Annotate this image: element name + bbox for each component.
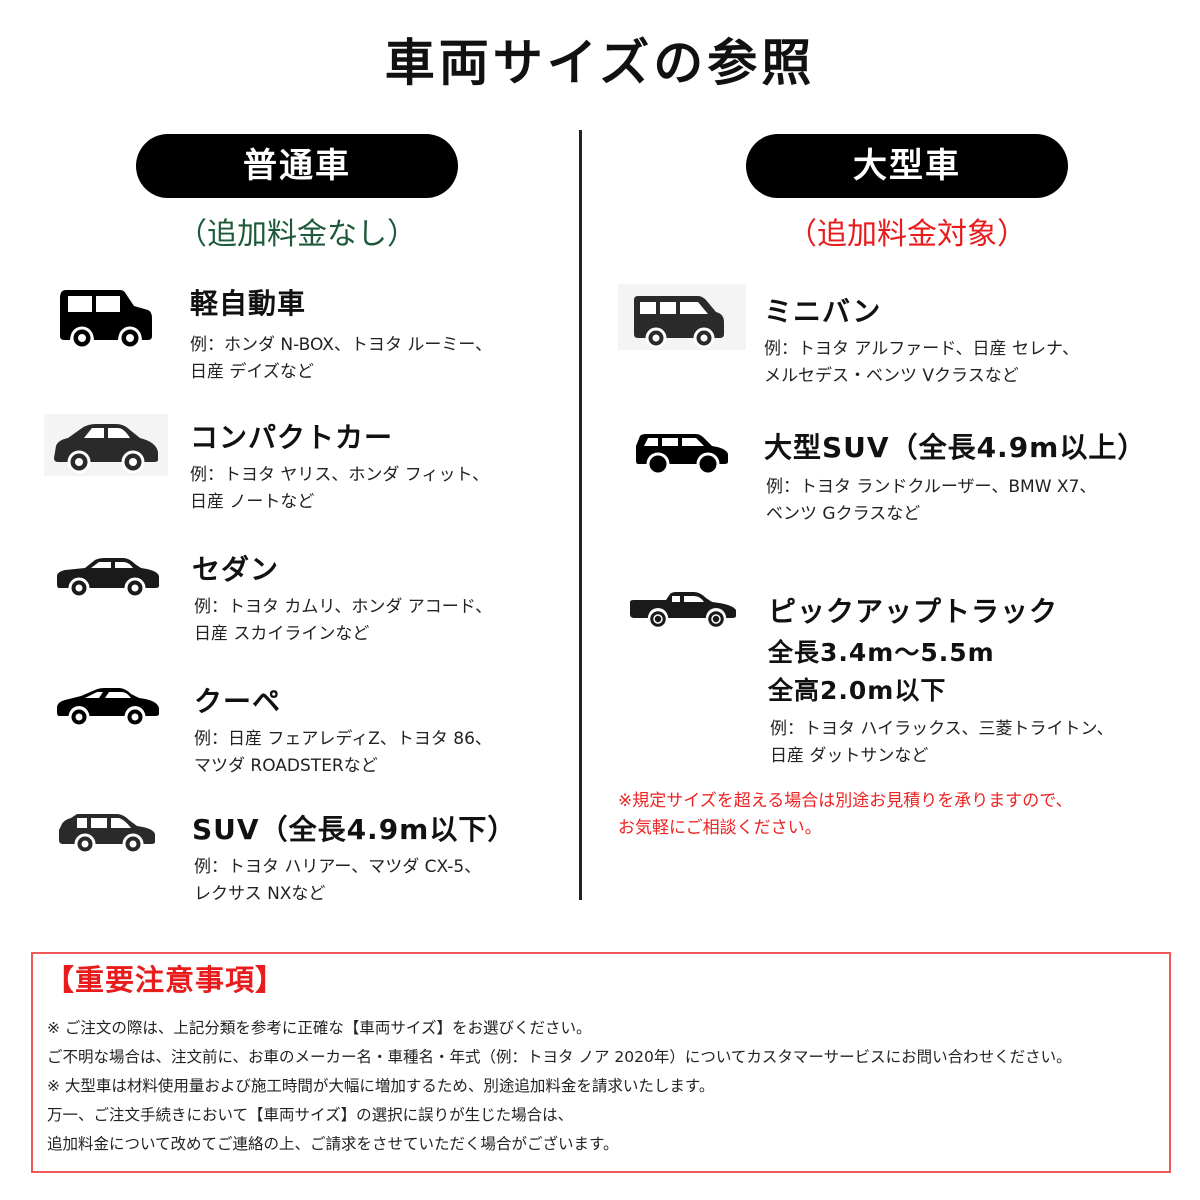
- vehicle-example: 例：トヨタ カムリ、ホンダ アコード、: [194, 597, 493, 617]
- notice-line: 万一、ご注文手続きにおいて【車両サイズ】の選択に誤りが生じた場合は、: [47, 1106, 574, 1124]
- vehicle-name: 軽自動車: [190, 287, 307, 320]
- vehicle-example: 例：トヨタ ヤリス、ホンダ フィット、: [190, 465, 490, 485]
- sedan-icon: [57, 558, 159, 599]
- coupe-icon: [57, 688, 159, 728]
- vehicle-example: レクサス NXなど: [194, 884, 326, 904]
- notice-heading: 【重要注意事項】: [45, 963, 286, 997]
- notice-line: ご不明な場合は、注文前に、お車のメーカー名・車種名・年式（例：トヨタ ノア 20…: [47, 1048, 1072, 1066]
- vehicle-example: 例：ホンダ N-BOX、トヨタ ルーミー、: [190, 335, 493, 355]
- oversize-note: ※規定サイズを超える場合は別途お見積りを承りますので、 お気軽にご相談ください。: [618, 791, 1073, 838]
- vehicle-name: ミニバン: [764, 295, 882, 328]
- suv-icon: [59, 814, 155, 855]
- vehicle-name: セダン: [192, 553, 280, 586]
- important-notice-box: 【重要注意事項】 ※ ご注文の際は、上記分類を参考に正確な【車両サイズ】をお選び…: [31, 952, 1171, 1173]
- vehicle-spec-length: 全長3.4m～5.5m: [768, 638, 995, 667]
- vehicle-spec-height: 全高2.0m以下: [768, 676, 947, 705]
- pickup-truck-icon: [630, 592, 736, 630]
- vehicle-name: SUV（全長4.9m以下）: [192, 813, 517, 846]
- page-title: 車両サイズの参照: [384, 34, 816, 92]
- vehicle-example: 例：日産 フェアレディZ、トヨタ 86、: [194, 729, 492, 749]
- column-divider: [579, 130, 582, 900]
- vehicle-example: ベンツ Gクラスなど: [766, 504, 921, 524]
- vehicle-example: 例：トヨタ ハリアー、マツダ CX-5、: [194, 857, 482, 877]
- vehicle-name: クーペ: [194, 685, 282, 718]
- vehicle-example: 日産 スカイラインなど: [194, 624, 370, 644]
- regular-car-badge: 普通車: [136, 134, 458, 198]
- vehicle-example: 例：トヨタ ハイラックス、三菱トライトン、: [770, 719, 1114, 739]
- vehicle-name: コンパクトカー: [190, 421, 394, 454]
- minivan-icon: [634, 296, 724, 349]
- large-car-subtitle: （追加料金対象）: [787, 217, 1027, 252]
- compact-car-icon: [54, 424, 158, 474]
- vehicle-example: メルセデス・ベンツ Vクラスなど: [764, 366, 1019, 386]
- vehicle-example: 日産 ダットサンなど: [770, 746, 929, 766]
- vehicle-name: 大型SUV（全長4.9m以上）: [764, 431, 1147, 464]
- vehicle-example: 例：トヨタ アルファード、日産 セレナ、: [764, 339, 1080, 359]
- kei-car-icon: [60, 290, 152, 350]
- notice-lines: ※ ご注文の際は、上記分類を参考に正確な【車両サイズ】をお選びください。 ご不明…: [47, 1014, 1072, 1159]
- notice-line: ※ ご注文の際は、上記分類を参考に正確な【車両サイズ】をお選びください。: [47, 1019, 592, 1037]
- notice-line: ※ 大型車は材料使用量および施工時間が大幅に増加するため、別途追加料金を請求いた…: [47, 1077, 715, 1095]
- vehicle-example: 日産 ノートなど: [190, 492, 315, 512]
- vehicle-example: 日産 デイズなど: [190, 362, 314, 382]
- large-car-badge: 大型車: [746, 134, 1068, 198]
- regular-car-subtitle: （追加料金なし）: [177, 217, 417, 252]
- vehicle-example: マツダ ROADSTERなど: [194, 756, 378, 776]
- large-suv-icon: [636, 434, 728, 476]
- vehicle-name: ピックアップトラック: [768, 595, 1059, 628]
- notice-line: 追加料金について改めてご連絡の上、ご請求をさせていただく場合がございます。: [47, 1135, 619, 1153]
- vehicle-example: 例：トヨタ ランドクルーザー、BMW X7、: [766, 477, 1097, 497]
